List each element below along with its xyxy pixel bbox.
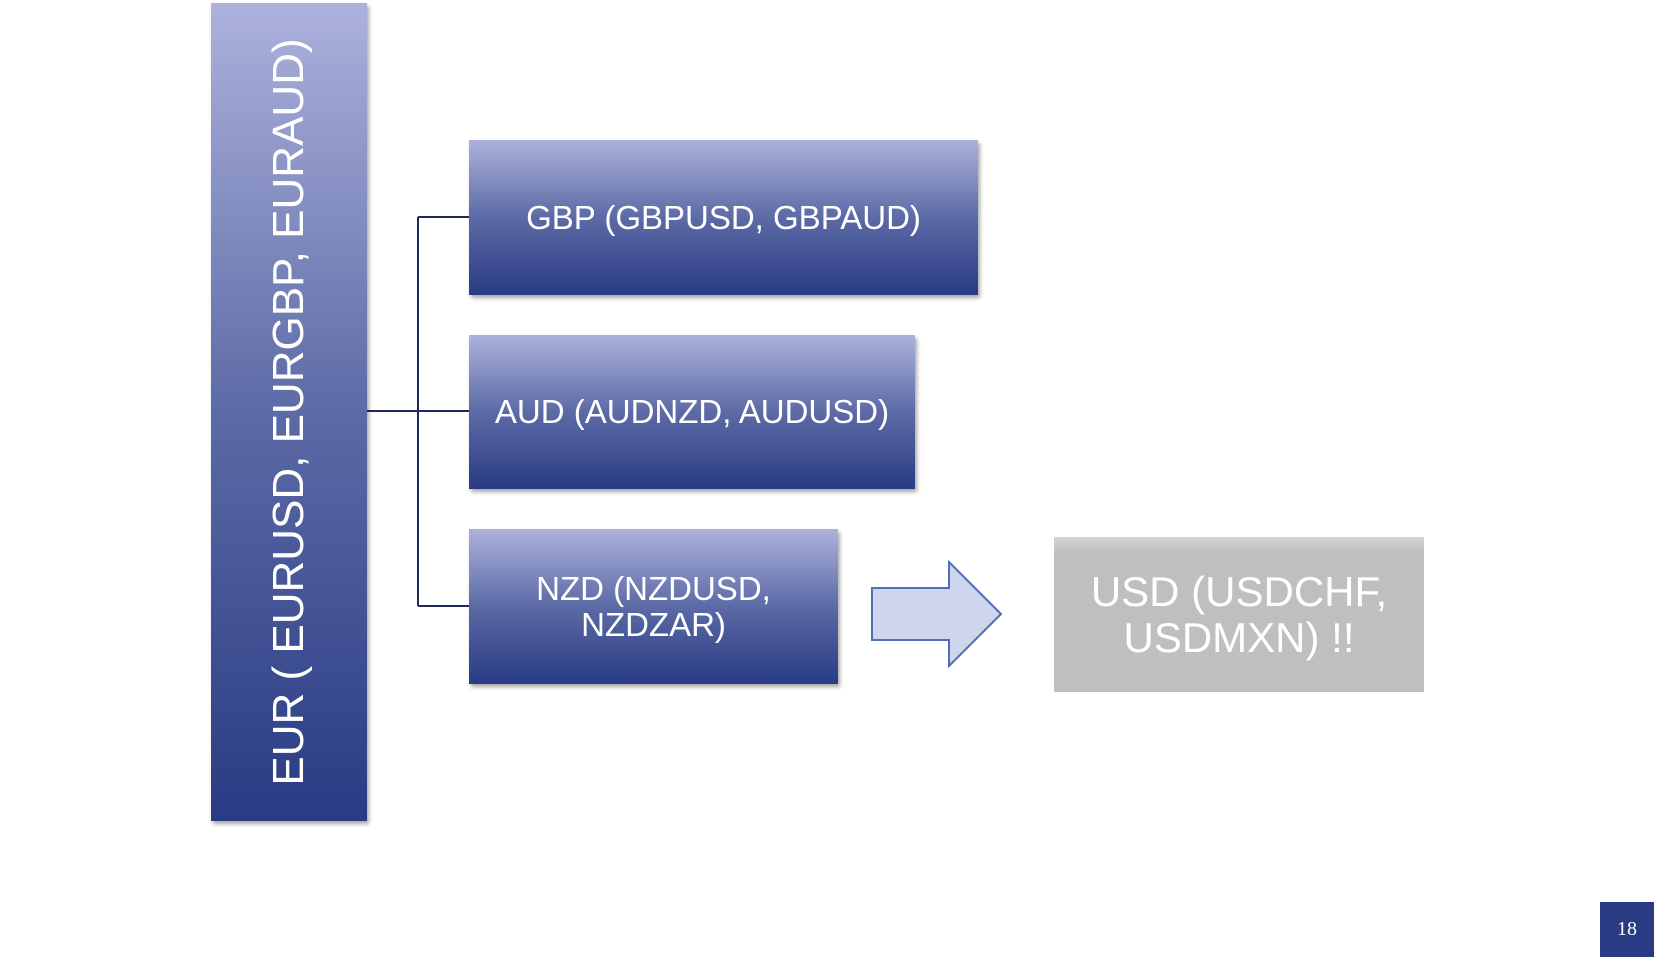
child-node-aud-label: AUD (AUDNZD, AUDUSD) bbox=[494, 393, 890, 430]
child-node-nzd-label: NZD (NZDUSD, NZDZAR) bbox=[536, 569, 771, 643]
page-number: 18 bbox=[1600, 902, 1654, 957]
child-node-gbp-label: GBP (GBPUSD, GBPAUD) bbox=[526, 198, 921, 236]
child-node-aud: AUD (AUDNZD, AUDUSD) bbox=[469, 335, 915, 489]
child-node-gbp: GBP (GBPUSD, GBPAUD) bbox=[469, 140, 978, 295]
result-node-label: USD (USDCHF, USDMXN) !! bbox=[1090, 567, 1388, 661]
right-arrow-icon bbox=[871, 559, 1003, 669]
tree-connectors bbox=[367, 216, 469, 607]
child-node-nzd: NZD (NZDUSD, NZDZAR) bbox=[469, 529, 838, 684]
root-node-eur: EUR ( EURUSD, EURGBP, EURAUD) bbox=[211, 3, 367, 821]
result-node-usd: USD (USDCHF, USDMXN) !! bbox=[1054, 537, 1424, 692]
root-node-label: EUR ( EURUSD, EURGBP, EURAUD) bbox=[264, 38, 313, 786]
